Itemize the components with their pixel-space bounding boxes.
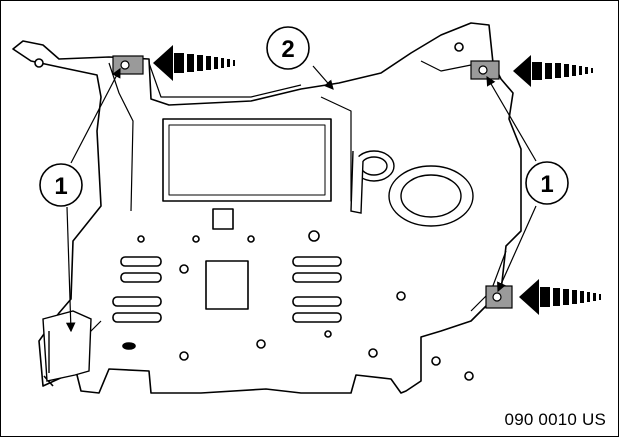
lower-left-support [42,310,92,382]
clip-nut-icon [56,55,513,353]
arrow-left-icon [153,45,601,315]
svg-text:2: 2 [281,36,294,63]
mounting-bracket [12,22,522,394]
figure-code: 090 0010 US [504,410,606,429]
callout-right: 1 [525,161,569,205]
svg-text:1: 1 [540,171,553,198]
leader-lines [65,65,537,333]
speaker-opening-icon [350,150,474,227]
callout-top: 2 [266,26,310,70]
svg-text:1: 1 [54,173,67,200]
callout-left: 1 [39,163,83,207]
